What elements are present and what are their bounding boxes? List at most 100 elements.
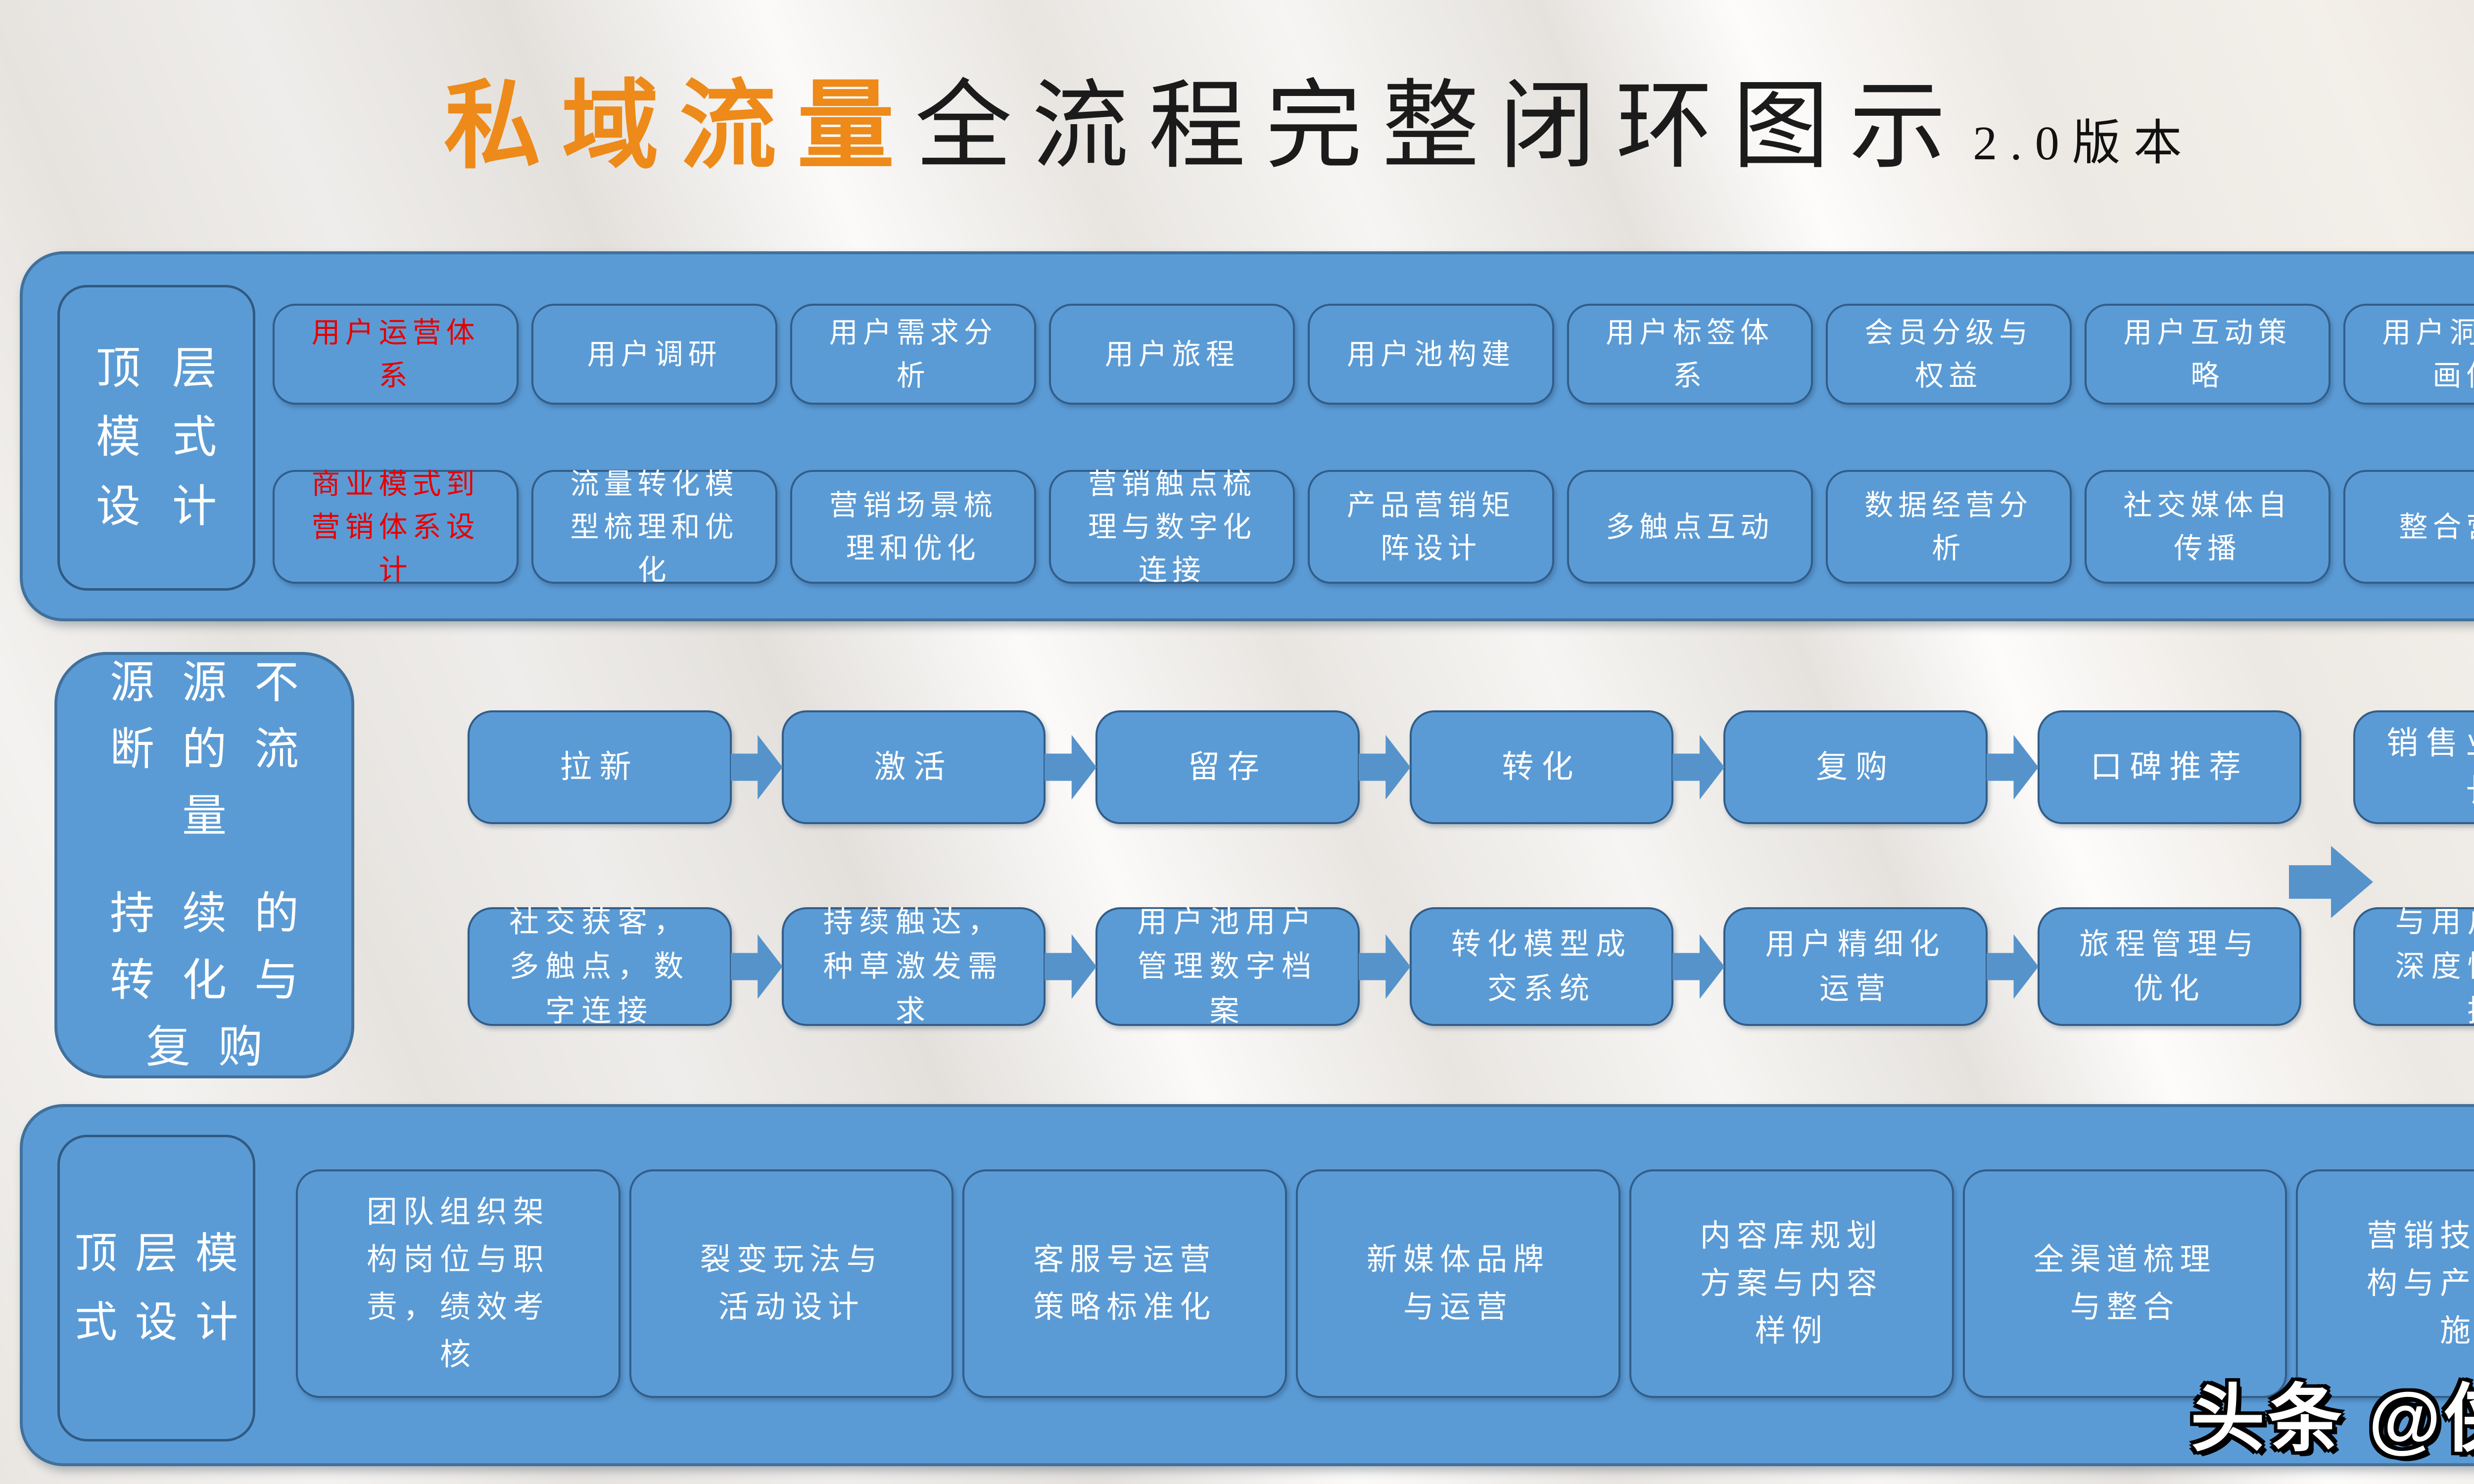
box-label: 用户调研 — [587, 338, 722, 371]
box-label: 口碑推荐 — [2090, 749, 2249, 785]
process-box-user-research: 用户调研 — [531, 304, 778, 405]
box-label: 用户需求分析 — [829, 317, 998, 392]
box-label: 激活 — [874, 749, 953, 785]
box-label: 用户运营体系 — [311, 317, 480, 392]
process-box-user-journey: 用户旅程 — [1049, 304, 1295, 405]
box-label: 拉新 — [560, 749, 639, 785]
box-label: 内容库规划方案与内容样例 — [1700, 1219, 1883, 1348]
top-panel-label-line: 顶层 — [96, 344, 248, 393]
top-panel-label: 顶层 模式 设计 — [57, 285, 255, 591]
box-label: 商业模式到营销体系设计 — [311, 467, 480, 586]
flow-method-box-deal-system: 转化模型成交系统 — [1409, 907, 1674, 1026]
right-arrow-icon — [1358, 934, 1411, 999]
flow-stage-box-retain: 留存 — [1095, 710, 1360, 824]
support-box-martech: 营销技术架构与产品实施 — [2296, 1169, 2474, 1398]
box-label: 持续触达，种草激发需求 — [823, 906, 1004, 1027]
box-label: 会员分级与权益 — [1864, 317, 2033, 392]
box-label: 数据经营分析 — [1864, 489, 2033, 564]
process-box-data-analysis: 数据经营分析 — [1825, 470, 2072, 584]
title-version: 2.0版本 — [1973, 117, 2195, 170]
support-box-fission-play: 裂变玩法与活动设计 — [629, 1169, 954, 1398]
right-arrow-icon — [1672, 735, 1725, 800]
box-label: 用户池用户管理数字档案 — [1137, 906, 1318, 1027]
box-label: 复购 — [1816, 749, 1896, 785]
right-arrow-icon — [1672, 934, 1725, 999]
box-label: 客服号运营策略标准化 — [1033, 1243, 1217, 1324]
flow-stage-box-sales-growth: 销售业绩增长 — [2353, 710, 2474, 824]
right-arrow-icon — [1358, 735, 1411, 800]
box-label: 转化模型成交系统 — [1451, 928, 1632, 1005]
process-box-user-insight: 用户洞察与画像 — [2343, 304, 2474, 405]
support-box-team-structure: 团队组织架构岗位与职责，绩效考核 — [296, 1169, 620, 1398]
bottom-panel-label-line: 式设计 — [75, 1298, 256, 1346]
row-spacer — [2301, 710, 2353, 824]
box-label: 营销场景梳理和优化 — [829, 489, 998, 564]
middle-label-line: 复购 — [146, 1023, 290, 1072]
box-label: 营销触点梳理与数字化连接 — [1088, 467, 1256, 586]
process-box-business-model: 商业模式到营销体系设计 — [273, 468, 519, 586]
flow-stage-box-activate: 激活 — [781, 710, 1046, 824]
box-label: 社交媒体自传播 — [2123, 489, 2292, 564]
process-box-interaction-strategy: 用户互动策略 — [2084, 304, 2331, 405]
process-box-marketing-scene: 营销场景梳理和优化 — [790, 470, 1037, 584]
process-box-conversion-model: 流量转化模型梳理和优化 — [531, 468, 778, 586]
method-row: 社交获客，多触点，数字连接 持续触达，种草激发需求 用户池用户管理数字档案 转化… — [468, 906, 2474, 1027]
support-box-new-media-brand: 新媒体品牌与运营 — [1296, 1169, 1620, 1398]
bottom-panel-label: 顶层模 式设计 — [57, 1135, 255, 1441]
middle-label-line: 量 — [182, 792, 254, 841]
flow-method-box-refined-operation: 用户精细化运营 — [1723, 907, 1988, 1026]
box-label: 用户洞察与画像 — [2382, 317, 2474, 392]
right-arrow-icon — [1986, 735, 2039, 800]
right-arrow-icon — [1045, 934, 1097, 999]
process-box-social-spread: 社交媒体自传播 — [2084, 470, 2331, 584]
bottom-panel: 顶层模 式设计 团队组织架构岗位与职责，绩效考核 裂变玩法与活动设计 客服号运营… — [20, 1104, 2474, 1466]
box-label: 流量转化模型梳理和优化 — [570, 467, 739, 586]
flow-method-box-continuous-reach: 持续触达，种草激发需求 — [781, 906, 1046, 1027]
title-highlight: 私域流量 — [444, 73, 915, 181]
flow-stage-box-repurchase: 复购 — [1723, 710, 1988, 824]
flow-stage-box-acquire: 拉新 — [468, 710, 732, 824]
right-arrow-icon — [1986, 934, 2039, 999]
box-label: 全渠道梳理与整合 — [2033, 1243, 2217, 1324]
process-box-user-pool-build: 用户池构建 — [1308, 304, 1554, 405]
support-box-omnichannel: 全渠道梳理与整合 — [1962, 1169, 2287, 1398]
flow-stage-box-convert: 转化 — [1409, 710, 1674, 824]
middle-label-line: 断的流 — [110, 725, 327, 774]
middle-label-line: 持续的 — [110, 889, 327, 938]
middle-section-label: 源源不 断的流 量 持续的 转化与 复购 — [54, 652, 354, 1078]
box-label: 社交获客，多触点，数字连接 — [509, 906, 690, 1027]
watermark: 头条 @侠说 — [2190, 1377, 2474, 1460]
box-label: 用户池构建 — [1346, 338, 1515, 371]
top-panel-label-line: 设计 — [96, 482, 248, 531]
process-box-member-tiers: 会员分级与权益 — [1825, 304, 2072, 405]
process-box-user-needs-analysis: 用户需求分析 — [790, 304, 1037, 405]
middle-label-line: 源源不 — [110, 658, 327, 707]
box-label: 多触点互动 — [1606, 510, 1774, 543]
process-box-touchpoint-digital: 营销触点梳理与数字化连接 — [1049, 468, 1295, 586]
box-label: 转化 — [1502, 749, 1581, 785]
box-label: 留存 — [1188, 749, 1267, 785]
middle-label-line: 转化与 — [110, 956, 327, 1005]
box-label: 营销技术架构与产品实施 — [2367, 1219, 2474, 1348]
process-box-user-operation-system: 用户运营体系 — [273, 304, 519, 405]
funnel-row: 拉新 激活 留存 转化 复购 口碑推荐 销售业绩增长 — [468, 710, 2474, 824]
row-spacer — [2301, 907, 2353, 1026]
right-arrow-icon — [730, 934, 783, 999]
box-label: 新媒体品牌与运营 — [1367, 1243, 1550, 1324]
flow-method-box-social-acquisition: 社交获客，多触点，数字连接 — [468, 906, 732, 1027]
process-box-product-matrix: 产品营销矩阵设计 — [1308, 470, 1554, 584]
top-panel-row1: 用户运营体系 用户调研 用户需求分析 用户旅程 用户池构建 用户标签体系 会员分… — [273, 304, 2474, 405]
box-label: 与用户建立深度情感链接 — [2395, 906, 2474, 1027]
box-label: 团队组织架构岗位与职责，绩效考核 — [366, 1195, 550, 1372]
box-label: 用户旅程 — [1104, 338, 1239, 371]
flow-method-box-emotional-bond: 与用户建立深度情感链接 — [2353, 906, 2474, 1027]
box-label: 销售业绩增长 — [2386, 726, 2474, 808]
right-arrow-icon — [730, 735, 783, 800]
top-panel-label-line: 模式 — [96, 413, 248, 463]
top-panel-row2: 商业模式到营销体系设计 流量转化模型梳理和优化 营销场景梳理和优化 营销触点梳理… — [273, 468, 2474, 586]
support-box-content-library: 内容库规划方案与内容样例 — [1629, 1169, 1954, 1398]
